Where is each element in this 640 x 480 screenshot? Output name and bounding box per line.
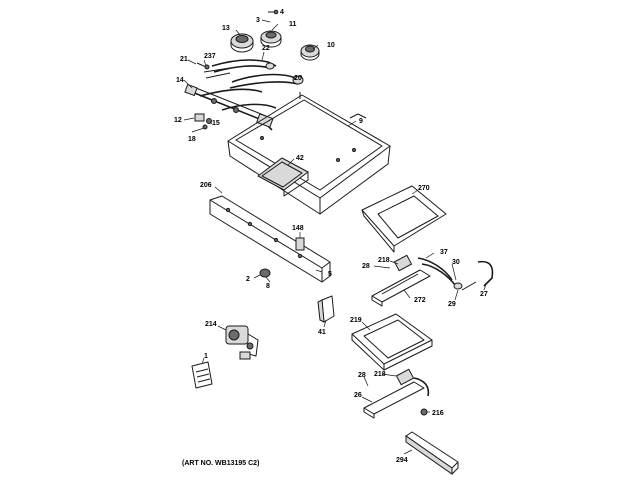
burner-box-9 [227,92,391,215]
valve-parts [194,62,212,130]
callout-4: 4 [280,9,284,16]
callout-219: 219 [350,317,362,324]
callout-5: 5 [328,271,332,278]
callout-148: 148 [292,225,304,232]
callout-214: 214 [205,321,217,328]
valve-assembly-214 [225,325,259,360]
callout-12: 12 [174,117,182,124]
callout-9: 9 [359,118,363,125]
screw-4 [268,9,279,15]
callout-218-upper: 218 [378,257,390,264]
callout-218-lower: 218 [374,371,386,378]
bracket-41 [317,295,335,323]
callout-2: 2 [246,276,250,283]
callout-28-lower: 28 [358,372,366,379]
manifold-14 [184,83,274,131]
art-number: (ART NO. WB13195 C2) [182,460,260,467]
callout-28-upper: 28 [362,263,370,270]
broil-burner-272 [371,254,494,307]
bottom-panel-270 [361,185,447,253]
leader-lines [183,19,487,455]
callout-216: 216 [432,410,444,417]
callout-294: 294 [396,457,408,464]
panel-294 [405,431,459,475]
callout-27: 27 [480,291,488,298]
bottom-panel-219 [351,313,433,371]
callout-18: 18 [188,136,196,143]
burner-head-10 [300,44,320,61]
callout-22: 22 [262,45,270,52]
callout-labels: 4 3 11 13 22 10 21 237 20 14 9 12 15 18 … [174,9,488,464]
callout-206: 206 [200,182,212,189]
callout-10: 10 [327,42,335,49]
callout-42: 42 [296,155,304,162]
callout-8: 8 [266,283,270,290]
callout-1: 1 [204,353,208,360]
burner-tubes [199,59,304,111]
callout-270: 270 [418,185,430,192]
callout-29: 29 [448,301,456,308]
callout-30: 30 [452,259,460,266]
oven-burner-26 [363,368,430,419]
callout-13: 13 [222,25,230,32]
burner-head-13 [230,33,254,53]
callout-3: 3 [256,17,260,24]
callout-37: 37 [440,249,448,256]
burner-head-11 [260,30,282,48]
callout-26: 26 [354,392,362,399]
callout-15: 15 [212,120,220,127]
callout-41: 41 [318,329,326,336]
callout-20: 20 [294,75,302,82]
data-plate-1 [191,361,213,389]
callout-21: 21 [180,56,188,63]
callout-237: 237 [204,53,216,60]
callout-11: 11 [289,21,297,28]
callout-14: 14 [176,77,184,84]
callout-272: 272 [414,297,426,304]
